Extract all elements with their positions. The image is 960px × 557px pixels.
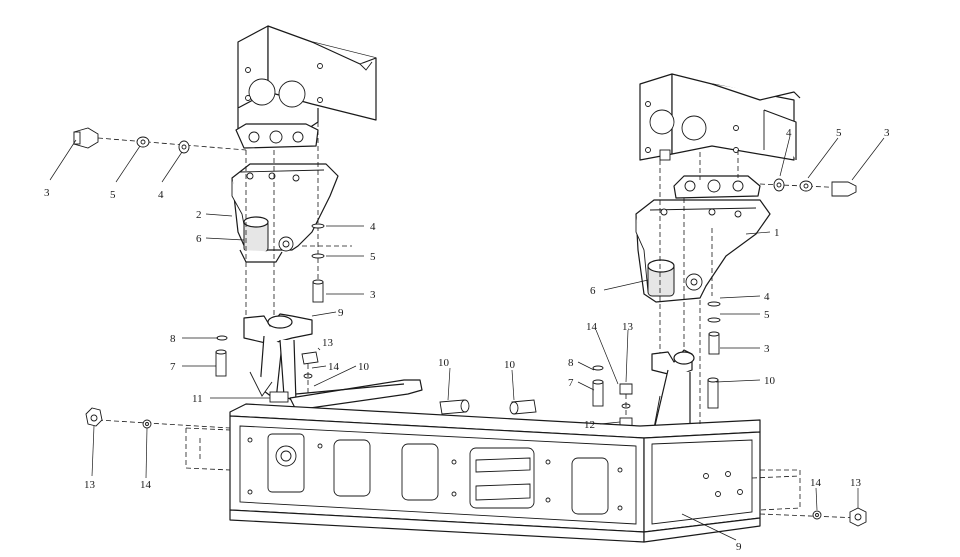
callout-left-bolt-11: 11: [192, 393, 203, 405]
left-small-parts: [215, 335, 319, 403]
callout-labels: 3 5 4 2 6 4 5 3 9 8 7 13 14 10 11 13 14 …: [44, 127, 890, 553]
cross-link-bar: [289, 379, 423, 411]
callout-right-pin-7: 7: [568, 377, 574, 389]
callout-right-pin-8: 8: [568, 357, 574, 369]
left-clamp-plate: [243, 313, 313, 403]
callout-right-frame-nut: 13: [850, 477, 862, 489]
callout-left-flat-washer-top: 4: [158, 189, 164, 201]
right-top-fastener-stack: [759, 178, 857, 197]
callout-left-frame-nut: 13: [84, 479, 96, 491]
callout-right-bolt-12: 12: [584, 419, 595, 431]
callout-right-spring-washer-side: 5: [764, 309, 770, 321]
callout-right-bolt-10: 10: [764, 375, 776, 387]
callout-left-bracket: 2: [196, 209, 202, 221]
callout-left-bolt-side: 3: [370, 289, 376, 301]
callout-left-bolt-10: 10: [358, 361, 370, 373]
callout-right-plate: 9: [736, 541, 742, 553]
callout-left-nut-13: 13: [322, 337, 334, 349]
right-bracket: [635, 199, 771, 303]
left-bracket: [231, 163, 339, 263]
center-bolts: [439, 399, 537, 415]
callout-right-spring-washer-top: 5: [836, 127, 842, 139]
callout-right-frame-washer: 14: [810, 477, 822, 489]
callout-right-flat-washer-top: 4: [786, 127, 792, 139]
right-side-fastener-stack: [707, 301, 721, 355]
left-side-fastener-stack: [311, 223, 325, 303]
callout-right-bolt-side: 3: [764, 343, 770, 355]
callout-left-pin-8: 8: [170, 333, 176, 345]
callout-left-plate: 9: [338, 307, 344, 319]
callout-left-pin-7: 7: [170, 361, 176, 373]
callout-right-washer-14: 14: [586, 321, 598, 333]
callout-center-bolt-10b: 10: [504, 359, 516, 371]
left-upper-rail: [237, 25, 377, 135]
callout-right-bracket: 1: [774, 227, 780, 239]
callout-left-bolt-top: 3: [44, 187, 50, 199]
callout-left-washer-14: 14: [328, 361, 340, 373]
right-upper-rail: [639, 73, 801, 161]
callout-left-spring-washer-side: 5: [370, 251, 376, 263]
callout-right-bushing: 6: [590, 285, 596, 297]
callout-right-nut-13: 13: [622, 321, 634, 333]
right-small-parts: [592, 365, 719, 430]
callout-right-bolt-top: 3: [884, 127, 890, 139]
callout-left-flat-washer-side: 4: [370, 221, 376, 233]
right-rail-ear-plate: [673, 175, 761, 199]
left-top-fastener-stack: [73, 127, 247, 154]
callout-left-spring-washer-top: 5: [110, 189, 116, 201]
left-rail-ear-plate: [235, 123, 319, 149]
main-frame: [185, 403, 801, 543]
callout-left-frame-washer: 14: [140, 479, 152, 491]
callout-right-flat-washer-side: 4: [764, 291, 770, 303]
leader-lines: [49, 135, 885, 541]
callout-left-bushing: 6: [196, 233, 202, 245]
frame-end-fasteners: [85, 407, 867, 527]
callout-center-bolt-10a: 10: [438, 357, 450, 369]
